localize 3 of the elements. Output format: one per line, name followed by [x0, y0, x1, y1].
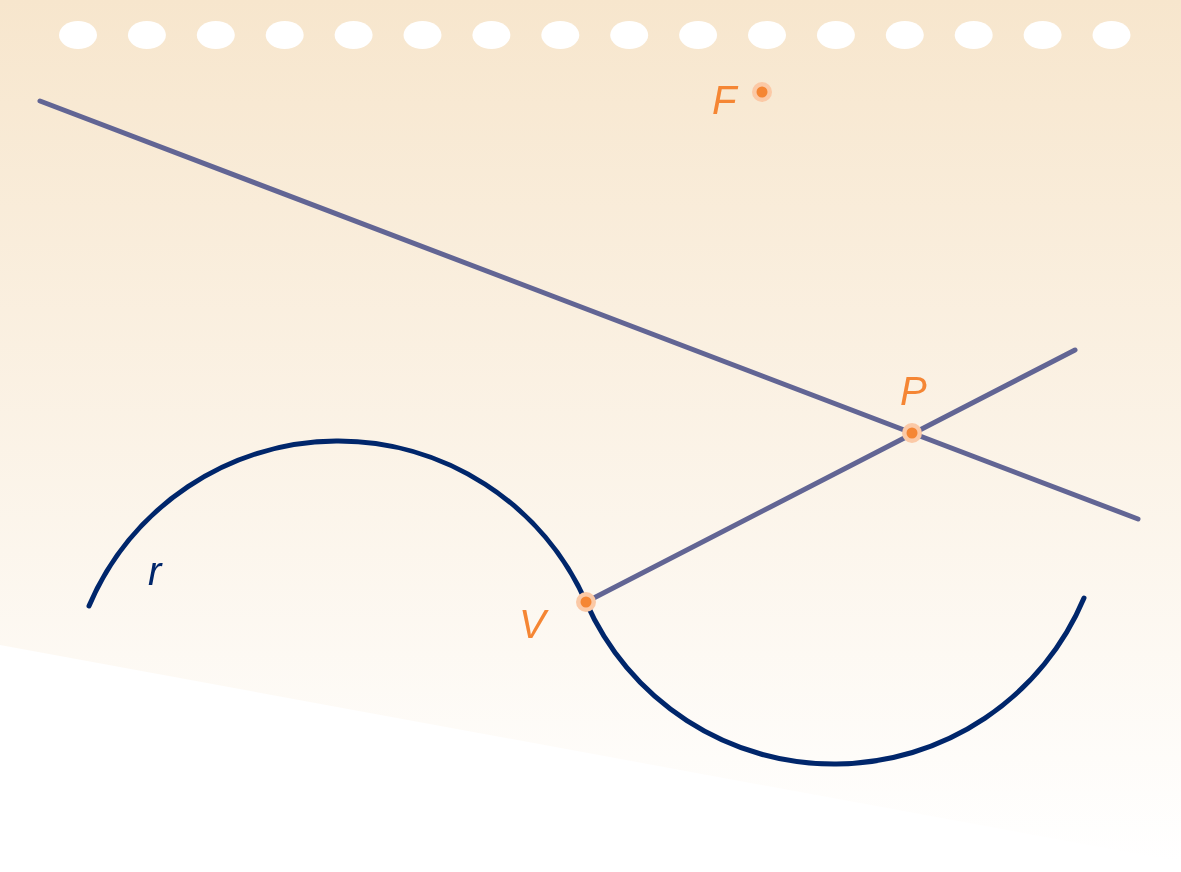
- point-label: F: [712, 80, 737, 120]
- point-label: r: [148, 551, 162, 591]
- point-label: P: [900, 371, 927, 411]
